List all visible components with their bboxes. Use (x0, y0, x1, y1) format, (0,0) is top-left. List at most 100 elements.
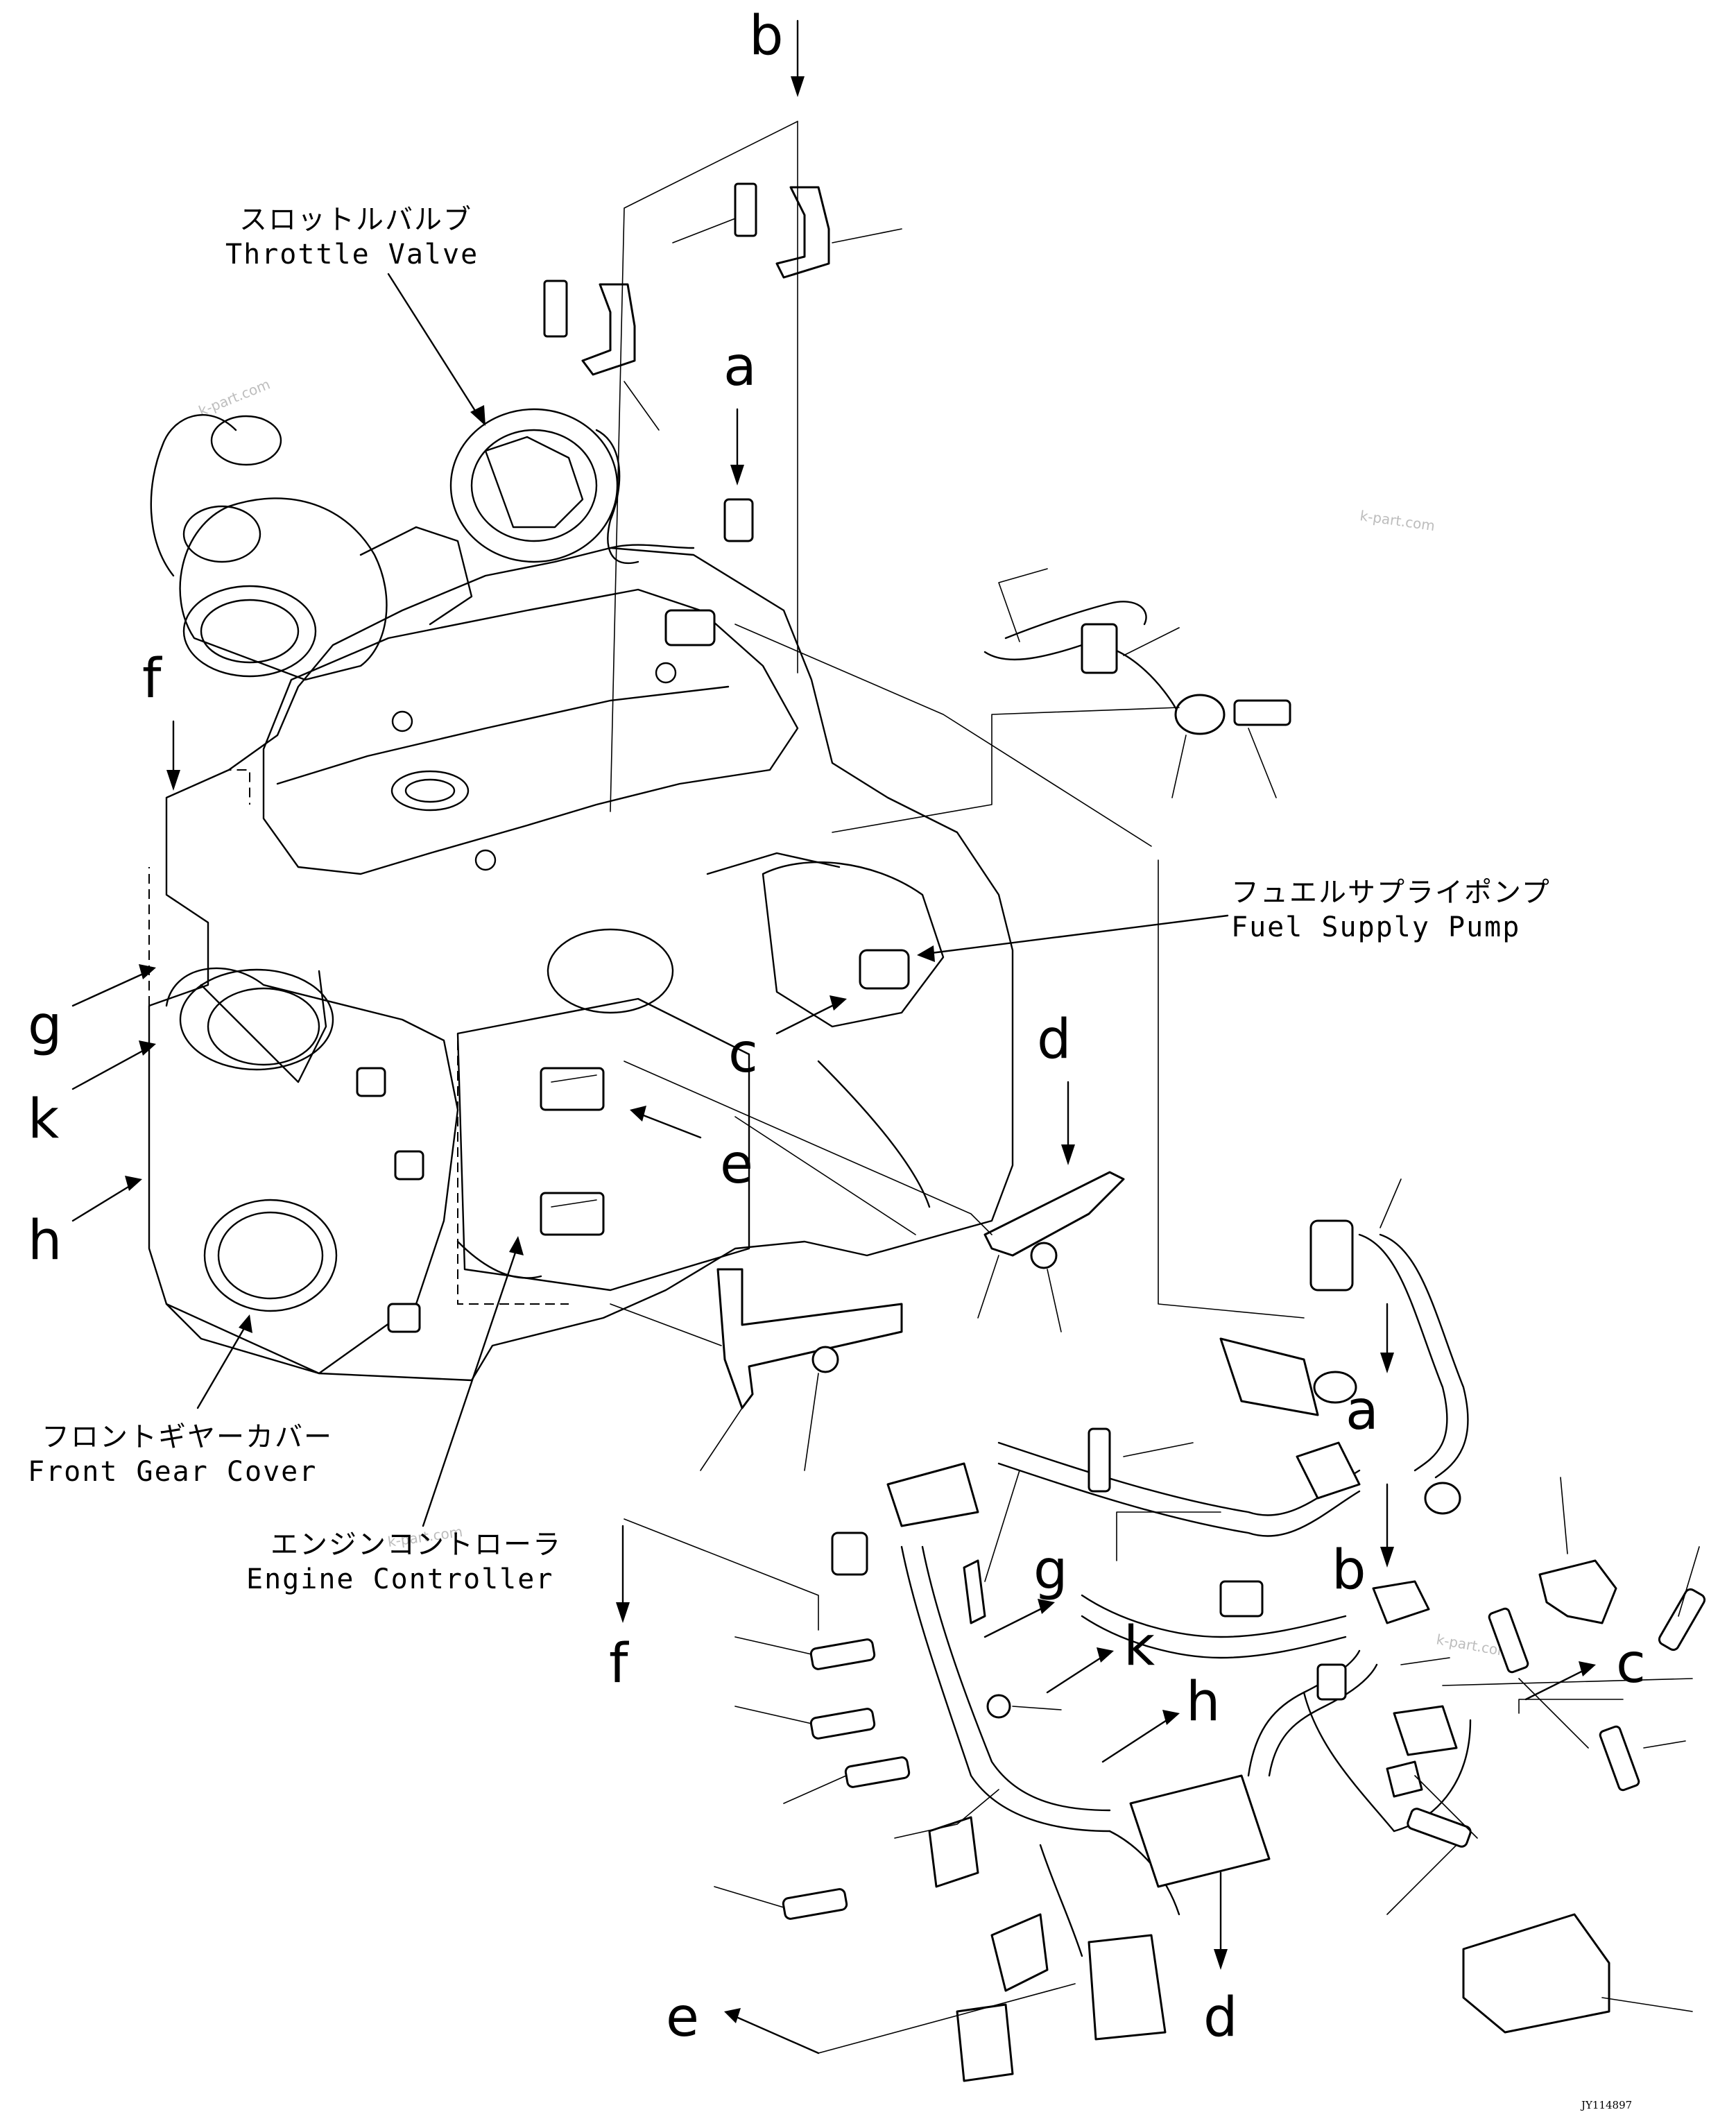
label-front-gear-cover-en: Front Gear Cover (28, 1456, 317, 1488)
watermark-2: k-part.com (1359, 507, 1436, 534)
leader-bolt-d-lower (1386, 1844, 1457, 1915)
ref-line-f (624, 1518, 819, 1631)
harness-clamp-b (1372, 1580, 1430, 1624)
arrow-e-lower-shaft (730, 2014, 820, 2054)
letter-f-left: f (142, 648, 162, 710)
connector-bottom-far-left (956, 2003, 1014, 2082)
letter-g-left: g (28, 995, 62, 1057)
sensor-k-connector (394, 1150, 424, 1181)
leader-clamp-b (1400, 1657, 1450, 1665)
label-throttle-valve-en: Throttle Valve (225, 239, 479, 271)
letter-d-top: d (1037, 1009, 1072, 1071)
arrow-e-lower-head (724, 2008, 741, 2023)
bracket-e-plate (716, 1268, 903, 1409)
arrow-c-head (830, 995, 847, 1011)
leader-ecm-head (509, 1236, 524, 1255)
leader-bolt-b1 (672, 218, 736, 243)
arrow-h-head (125, 1176, 142, 1191)
bolt-harness-2 (809, 1708, 876, 1740)
collar-k (986, 1694, 1011, 1719)
sensor-h-connector (356, 1067, 386, 1097)
engine-assembly (148, 408, 1014, 1382)
leader-cover (1601, 1997, 1693, 2012)
block-dash-2 (457, 1040, 569, 1305)
harness-right-branch (1303, 1691, 1395, 1833)
fuel-supply-pump-body (762, 861, 945, 1028)
harness-trunk-mid (1081, 1594, 1347, 1638)
engine-block-outline (148, 547, 1014, 1382)
label-fuel-supply-pump-jp: フュエルサプライポンプ (1231, 877, 1551, 909)
leader-bolt-4 (714, 1886, 784, 1908)
connector-a-plug (1219, 1337, 1319, 1416)
bracket-frame-top (1116, 1511, 1221, 1561)
arrow-f-left-head (166, 770, 180, 791)
clamp-far-right (1538, 1559, 1617, 1624)
head-cover (262, 588, 799, 875)
manifold-pipe (609, 544, 695, 549)
turbo-outlet (182, 585, 317, 678)
letter-e-lower: e (666, 1987, 699, 2049)
nut-d (1030, 1242, 1058, 1269)
letter-a-top: a (723, 336, 757, 398)
harness-sensor-plug (1174, 694, 1226, 735)
arrow-h-shaft (71, 1181, 137, 1222)
turbo-hose (150, 414, 237, 577)
leader-bolt-top (1123, 1442, 1194, 1457)
bolt-harness-1 (809, 1638, 876, 1670)
leader-bracket-g (984, 1470, 1020, 1582)
bracket-frame-c (1518, 1699, 1624, 1714)
harness-bolt (1233, 699, 1291, 726)
connector-left-lower (928, 1816, 979, 1888)
bracket-d-plate (983, 1171, 1125, 1257)
frame-b-left (610, 121, 798, 812)
reference-letters: b a f g k h c e d a g b k c h f e d (28, 5, 1646, 2049)
bolt-c-far (1599, 1725, 1640, 1792)
letter-g-lower: g (1033, 1539, 1068, 1602)
label-throttle-valve-jp: スロットルバルブ (239, 204, 472, 236)
leader-harness-frame (832, 707, 1180, 833)
label-front-gear-cover-jp: フロントギヤーカバー (42, 1421, 333, 1453)
letter-e-mid: e (720, 1133, 753, 1196)
leader-fuel-shaft (925, 914, 1229, 955)
water-pump-pulley-inner (207, 987, 320, 1066)
arrow-g-shaft (71, 970, 151, 1007)
arrow-a-top-head (730, 465, 744, 486)
leader-bolt-c-right (1518, 1678, 1589, 1749)
leader-clamp-b2 (624, 381, 660, 431)
part-labels: スロットルバルブ Throttle Valve フュエルサプライポンプ Fuel… (28, 204, 1551, 1595)
letter-c-mid: c (728, 1022, 758, 1085)
leader-throttle-head (470, 405, 485, 426)
bracket-d (700, 1171, 1125, 1471)
arrow-b-top-head (791, 76, 805, 97)
letter-k-lower: k (1124, 1615, 1155, 1678)
leader-bolt-1 (734, 1636, 812, 1655)
arrow-h-lower-head (1162, 1710, 1180, 1725)
label-engine-controller-jp: エンジンコントローラ (270, 1529, 562, 1561)
connector-bottom-center (1088, 1934, 1167, 2041)
intake-port (547, 928, 674, 1014)
front-gear-cover-opening (203, 1199, 338, 1312)
leader-harness-plug (1171, 735, 1187, 798)
turbocharger-body (179, 497, 388, 681)
nut-e (811, 1346, 839, 1373)
oil-filler-cap (390, 770, 470, 812)
harness-right-loop (1358, 1233, 1448, 1472)
bracket-g-small (963, 1559, 986, 1624)
ecm-main-connector (1129, 1774, 1271, 1888)
bolt-top-harness (1088, 1427, 1111, 1493)
bolt-d-lower (1407, 1808, 1472, 1848)
ecm-connector-lower (540, 1192, 605, 1236)
bolt-harness-4 (782, 1888, 848, 1920)
reference-lines (610, 624, 1305, 1631)
label-engine-controller-en: Engine Controller (246, 1563, 553, 1595)
letter-f-lower: f (609, 1633, 629, 1695)
letter-d-lower: d (1203, 1987, 1238, 2049)
letter-a-lower: a (1346, 1380, 1379, 1442)
ecm-pins-lower (551, 1199, 597, 1208)
leader-harness-bolt (1248, 728, 1277, 798)
throttle-valve-inner (470, 429, 598, 542)
drawing-code: JY114897 (1580, 2099, 1632, 2111)
watermark-1: k-part.com (196, 376, 273, 420)
